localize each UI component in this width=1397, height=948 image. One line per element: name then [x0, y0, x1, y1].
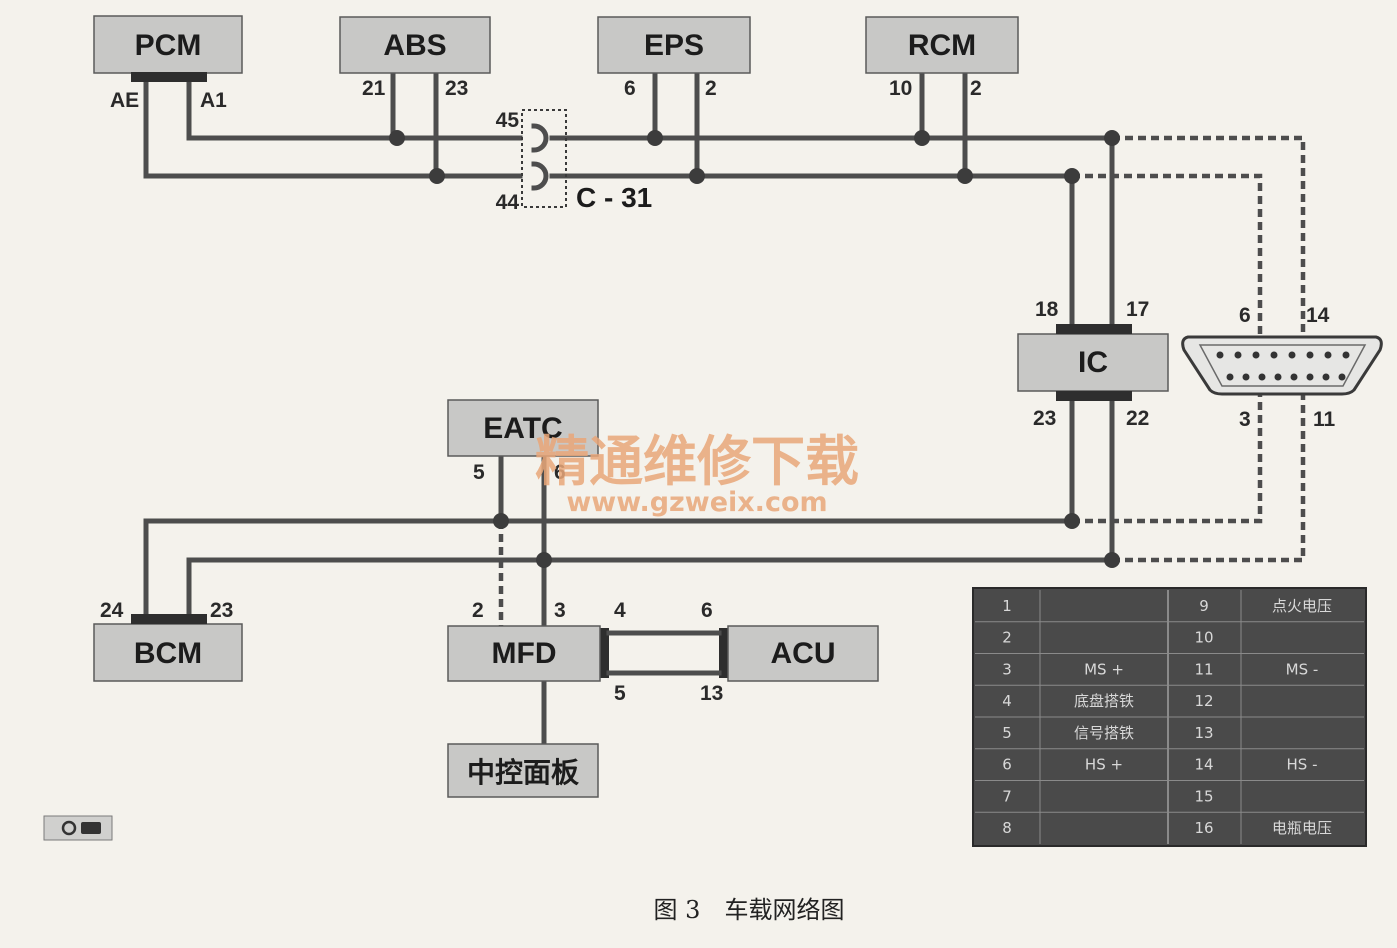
table-pin-cell: 6 [1002, 756, 1012, 774]
abs-pin-23: 23 [445, 77, 468, 100]
table-signal-cell: 底盘搭铁 [1074, 692, 1134, 710]
dlc-pin-table: 1 9 点火电压 2 10 3 MS + 11 MS - 4 底盘搭铁 12 5 信号搭铁 13 6 HS + 1… [972, 587, 1367, 847]
table-pin-cell: 3 [1002, 660, 1012, 678]
table-row: 1 9 点火电压 [1002, 597, 1332, 615]
module-eps: EPS 6 2 [597, 16, 751, 100]
table-signal-cell: 信号搭铁 [1074, 724, 1134, 742]
pcm-label: PCM [135, 29, 202, 62]
rcm-label: RCM [908, 29, 976, 62]
bcm-pin-23: 23 [210, 599, 233, 622]
table-pin-cell: 4 [1002, 692, 1012, 710]
bcm-pin-24: 24 [100, 599, 124, 622]
watermark: 精通维修下载 www.gzweix.com [535, 429, 859, 518]
camera-icon [43, 815, 113, 841]
dlc-pin-6: 6 [1239, 304, 1251, 327]
table-pin-cell: 15 [1194, 787, 1213, 805]
table-pin-cell: 14 [1194, 756, 1213, 774]
acu-pin-13: 13 [700, 682, 723, 705]
table-pin-cell: 11 [1194, 660, 1213, 678]
rcm-pin-2: 2 [970, 77, 982, 100]
table-row: 3 MS + 11 MS - [1002, 660, 1318, 678]
table-row: 4 底盘搭铁 12 [1002, 692, 1213, 710]
ic-pin-17: 17 [1126, 298, 1149, 321]
dlc-pins-top [1216, 351, 1350, 359]
mfd-label: MFD [492, 637, 557, 670]
eps-pin-6: 6 [624, 77, 636, 100]
hs-can-wires [143, 69, 1306, 345]
module-eatc: EATC 5 6 [447, 399, 599, 484]
table-signal-cell: HS + [1085, 756, 1123, 774]
figure-caption: 图 3 车载网络图 [654, 896, 845, 924]
table-pin-cell: 2 [1002, 629, 1012, 647]
table-pin-cell: 5 [1002, 724, 1012, 742]
bcm-label: BCM [134, 637, 202, 670]
watermark-url: www.gzweix.com [566, 487, 827, 518]
eps-pin-2: 2 [705, 77, 717, 100]
table-signal-cell: MS + [1084, 660, 1124, 678]
module-abs: ABS 21 23 [339, 16, 491, 100]
table-row: 2 10 [1002, 629, 1213, 647]
table-pin-cell: 13 [1194, 724, 1213, 742]
table-row: 8 16 电瓶电压 [1002, 819, 1332, 837]
table-row: 7 15 [1002, 787, 1213, 805]
abs-label: ABS [383, 29, 446, 62]
eatc-pin-6: 6 [554, 461, 566, 484]
rcm-pin-10: 10 [889, 77, 912, 100]
ic-pin-23: 23 [1033, 407, 1056, 430]
eatc-pin-5: 5 [473, 461, 485, 484]
table-rows: 1 9 点火电压 2 10 3 MS + 11 MS - 4 底盘搭铁 12 5 信号搭铁 13 6 HS + 1… [1002, 597, 1332, 837]
module-center-panel: 中控面板 [447, 743, 599, 798]
table-pin-cell: 1 [1002, 597, 1012, 615]
ms-can-wires [143, 395, 1306, 747]
dlc-connector: 6 14 3 11 [1181, 304, 1383, 431]
table-pin-cell: 16 [1194, 819, 1213, 837]
table-row: 6 HS + 14 HS - [1002, 756, 1317, 774]
pcm-pin-ae: AE [110, 89, 139, 112]
table-row: 5 信号搭铁 13 [1002, 724, 1213, 742]
watermark-title: 精通维修下载 [535, 429, 859, 493]
table-signal-cell: 点火电压 [1272, 597, 1332, 615]
ic-pin-22: 22 [1126, 407, 1149, 430]
ic-pin-18: 18 [1035, 298, 1059, 321]
pcm-pin-a1: A1 [200, 89, 227, 112]
c31-pin-44: 44 [496, 191, 520, 214]
module-acu: ACU 6 13 [700, 599, 879, 705]
dlc-pins-bottom [1226, 373, 1346, 381]
table-pin-cell: 8 [1002, 819, 1012, 837]
dlc-pin-14: 14 [1306, 304, 1330, 327]
table-pin-cell: 10 [1194, 629, 1213, 647]
table-pin-cell: 7 [1002, 787, 1012, 805]
mfd-pin-3: 3 [554, 599, 566, 622]
table-grid [975, 590, 1364, 844]
acu-label: ACU [771, 637, 836, 670]
table-signal-cell: 电瓶电压 [1272, 819, 1332, 837]
mfd-pin-4: 4 [614, 599, 626, 622]
eps-label: EPS [644, 29, 704, 62]
module-rcm: RCM 10 2 [865, 16, 1019, 100]
table-signal-cell: MS - [1286, 660, 1319, 678]
module-ic: IC 18 17 23 22 [1017, 298, 1169, 430]
abs-pin-21: 21 [362, 77, 386, 100]
module-bcm: BCM 24 23 [93, 599, 243, 682]
table-pin-cell: 9 [1199, 597, 1209, 615]
table-signal-cell: HS - [1287, 756, 1318, 774]
junction-dots [389, 130, 1120, 568]
connector-c31: 45 44 C - 31 [496, 109, 652, 214]
acu-pin-6: 6 [701, 599, 713, 622]
center-panel-label: 中控面板 [467, 756, 579, 789]
c31-pin-45: 45 [496, 109, 520, 132]
connector-label: C - 31 [576, 182, 652, 213]
dlc-pin-11: 11 [1313, 408, 1336, 431]
mfd-acu-link [600, 628, 728, 678]
dlc-pin-3: 3 [1239, 408, 1251, 431]
ic-label: IC [1078, 346, 1108, 379]
mfd-pin-5: 5 [614, 682, 626, 705]
mfd-pin-2: 2 [472, 599, 484, 622]
module-mfd: MFD 2 3 4 5 [447, 599, 626, 705]
module-pcm: PCM AE A1 [93, 15, 243, 112]
table-pin-cell: 12 [1194, 692, 1213, 710]
eatc-label: EATC [483, 412, 562, 445]
